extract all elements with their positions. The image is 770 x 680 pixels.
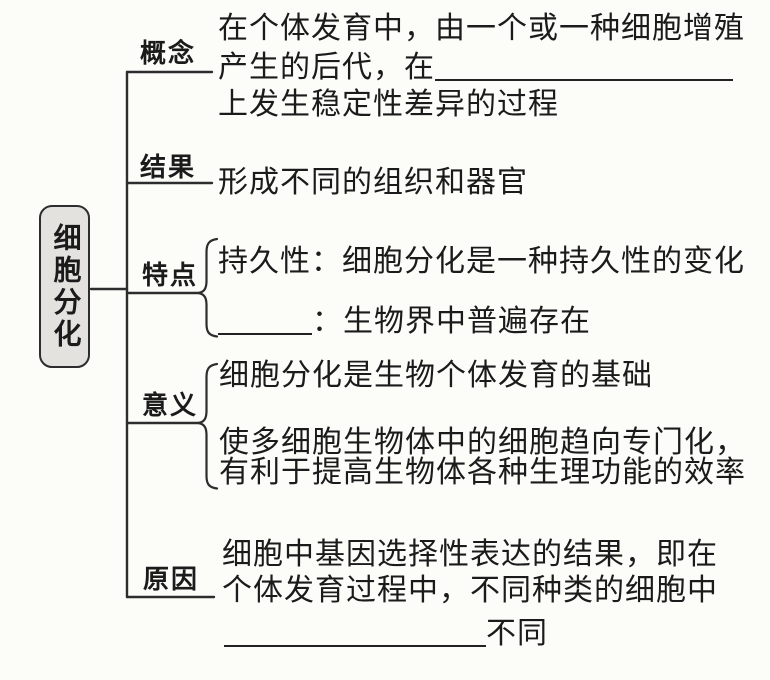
root-node: 细胞分化: [39, 205, 90, 368]
features-item-1: 持久性：细胞分化是一种持久性的变化: [218, 245, 745, 278]
blank-underline: [218, 306, 312, 335]
features-item-2-text: ：生物界中普遍存在: [312, 305, 591, 338]
significance-item-2-line-2: 有利于提高生物体各种生理功能的效率: [219, 456, 746, 489]
significance-brace-icon: [197, 362, 219, 490]
branch-label-features: 特点: [142, 261, 199, 290]
cause-line-3: 不同: [224, 616, 548, 652]
branch-label-result: 结果: [140, 153, 197, 182]
concept-line-3: 上发生稳定性差异的过程: [218, 88, 559, 121]
blank-underline: [224, 618, 486, 647]
significance-item-2-line-1: 使多细胞生物体中的细胞趋向专门化，: [219, 426, 746, 459]
significance-item-1: 细胞分化是生物个体发育的基础: [219, 359, 653, 392]
branch-label-significance: 意义: [142, 391, 199, 420]
features-brace-icon: [197, 237, 219, 338]
cause-line-1: 细胞中基因选择性表达的结果，即在: [222, 538, 718, 571]
features-item-2: ：生物界中普遍存在: [218, 304, 591, 340]
result-line-1: 形成不同的组织和器官: [218, 166, 528, 199]
concept-line-1: 在个体发育中，由一个或一种细胞增殖: [218, 12, 745, 45]
cause-line-3-text: 不同: [486, 617, 548, 650]
branch-label-cause: 原因: [143, 565, 200, 594]
concept-line-2-text: 产生的后代，在: [218, 51, 435, 84]
root-node-label: 细胞分化: [49, 222, 81, 351]
blank-underline: [435, 52, 733, 81]
concept-line-2: 产生的后代，在: [218, 50, 733, 86]
cause-line-2: 个体发育过程中，不同种类的细胞中: [222, 574, 718, 607]
branch-label-concept: 概念: [140, 39, 197, 68]
